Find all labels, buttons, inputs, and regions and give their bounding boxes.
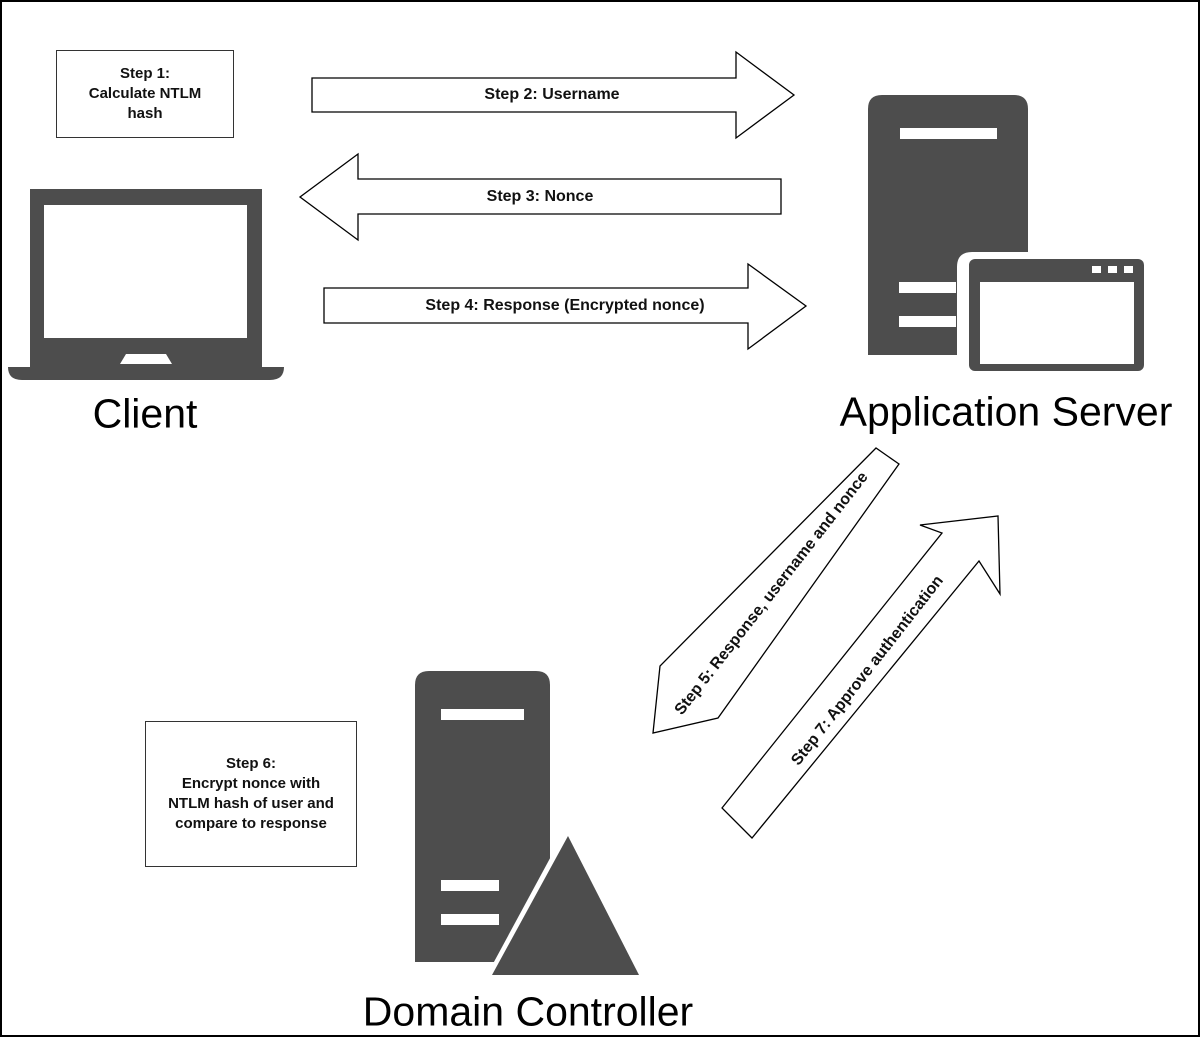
step1-note-line: hash: [127, 105, 163, 122]
browser-window-icon: [969, 259, 1144, 371]
laptop-icon: [8, 189, 284, 380]
step6-note-line: Encrypt nonce with: [181, 775, 321, 792]
domain-server-icon: [415, 671, 550, 962]
step2-label: Step 2: Username: [484, 86, 620, 103]
server-icon: [868, 95, 1028, 355]
domain-controller-label: Domain Controller: [362, 988, 694, 1035]
step3-arrow-icon: [298, 152, 782, 242]
warning-triangle-icon: [482, 825, 649, 984]
step2-arrow-icon: [311, 50, 796, 140]
step3-label: Step 3: Nonce: [486, 188, 594, 205]
step6-note-line: NTLM hash of user and: [168, 795, 334, 812]
step6-note: Step 6: Encrypt nonce with NTLM hash of …: [145, 721, 357, 867]
step4-label: Step 4: Response (Encrypted nonce): [425, 297, 705, 314]
client-label: Client: [92, 390, 198, 437]
step5-arrow-icon: [652, 447, 900, 734]
step1-note-line: Step 1:: [119, 65, 170, 82]
step6-note-line: compare to response: [175, 815, 327, 832]
step7-arrow-icon: [721, 515, 1001, 839]
app-server-label: Application Server: [839, 388, 1173, 435]
step1-note: Step 1: Calculate NTLM hash: [56, 50, 234, 138]
step6-note-line: Step 6:: [225, 755, 276, 772]
step4-arrow-icon: [323, 262, 808, 351]
step1-note-line: Calculate NTLM: [88, 85, 202, 102]
